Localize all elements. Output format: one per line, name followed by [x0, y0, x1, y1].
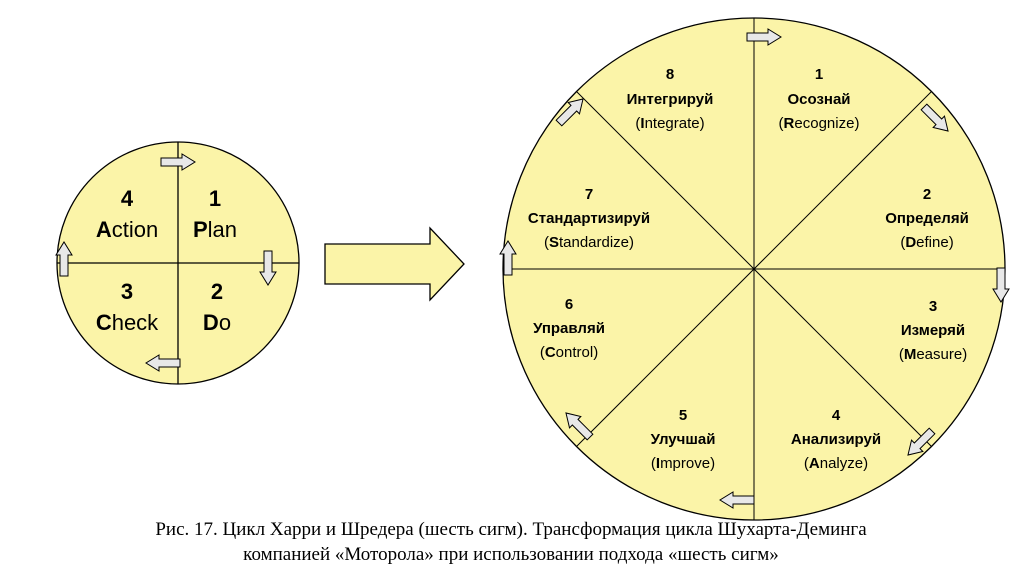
step-2-ru-label: Определяй	[885, 210, 969, 227]
step-1-en-label: (Recognize)	[779, 115, 860, 132]
pdca-plan-label: Plan	[193, 217, 237, 242]
caption-line-2: компанией «Моторола» при использовании п…	[243, 544, 779, 565]
pdca-do-number: 2	[211, 279, 223, 304]
transformation-arrow-icon	[324, 226, 465, 302]
step-5-en-label: (Improve)	[651, 455, 715, 472]
step-2-number: 2	[923, 186, 931, 203]
step-2-en-label: (Define)	[900, 234, 953, 251]
step-4-en-label: (Analyze)	[804, 455, 868, 472]
step-5-ru-label: Улучшай	[651, 431, 716, 448]
figure-caption: Рис. 17. Цикл Харри и Шредера (шесть сиг…	[0, 517, 1022, 567]
step-7-number: 7	[585, 186, 593, 203]
step-7-ru-label: Стандартизируй	[528, 210, 650, 227]
pdca-action-label: Action	[96, 217, 158, 242]
step-4-ru-label: Анализируй	[791, 431, 881, 448]
step-8-ru-label: Интегрируй	[627, 91, 714, 108]
step-8-number: 8	[666, 66, 674, 83]
step-1-ru-label: Осознай	[787, 91, 850, 108]
step-3-number: 3	[929, 298, 937, 315]
step-5-number: 5	[679, 407, 687, 424]
step-3-en-label: (Measure)	[899, 346, 967, 363]
pdca-check-label: Check	[96, 310, 159, 335]
step-8-en-label: (Integrate)	[635, 115, 704, 132]
step-6-ru-label: Управляй	[533, 320, 605, 337]
step-4-number: 4	[832, 407, 841, 424]
step-3-ru-label: Измеряй	[901, 322, 965, 339]
step-6-en-label: (Control)	[540, 344, 598, 361]
pdca-do-label: Do	[203, 310, 231, 335]
step-1-number: 1	[815, 66, 823, 83]
six-sigma-cycle: 1 Осознай (Recognize) 2 Определяй (Defin…	[499, 17, 1010, 521]
pdca-check-number: 3	[121, 279, 133, 304]
pdca-cycle: 4 Action 1 Plan 3 Check 2 Do	[55, 141, 300, 385]
pdca-plan-number: 1	[209, 186, 221, 211]
step-6-number: 6	[565, 296, 573, 313]
caption-line-1: Рис. 17. Цикл Харри и Шредера (шесть сиг…	[155, 519, 867, 540]
pdca-action-number: 4	[121, 186, 134, 211]
step-7-en-label: (Standardize)	[544, 234, 634, 251]
divider-diagonal-up	[576, 91, 932, 447]
